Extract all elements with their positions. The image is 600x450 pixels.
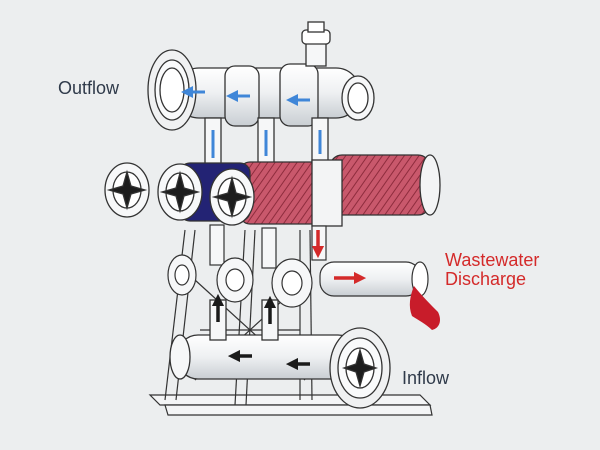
support-frame: [148, 229, 433, 416]
filter-end-cap-3: [209, 168, 255, 226]
filter-bodies: [104, 154, 441, 227]
wastewater-label-line2: Discharge: [445, 269, 527, 289]
filter-end-cap-2: [157, 163, 203, 221]
outflow-manifold: [147, 21, 375, 167]
filter-end-cap-1: [104, 162, 150, 218]
backwash-valves: [167, 224, 429, 308]
inflow-arrows: [211, 293, 310, 371]
inflow-manifold: [169, 299, 391, 409]
outflow-arrows: [181, 86, 310, 106]
inflow-label: Inflow: [402, 368, 450, 388]
wastewater-label-line1: Wastewater: [445, 250, 540, 270]
filter-backwash-rear: [329, 154, 431, 216]
outflow-label: Outflow: [58, 78, 120, 98]
waste-arrows: [311, 230, 367, 285]
wastewater-stream: [409, 286, 440, 330]
outflow-riser-arrows: [211, 130, 322, 158]
